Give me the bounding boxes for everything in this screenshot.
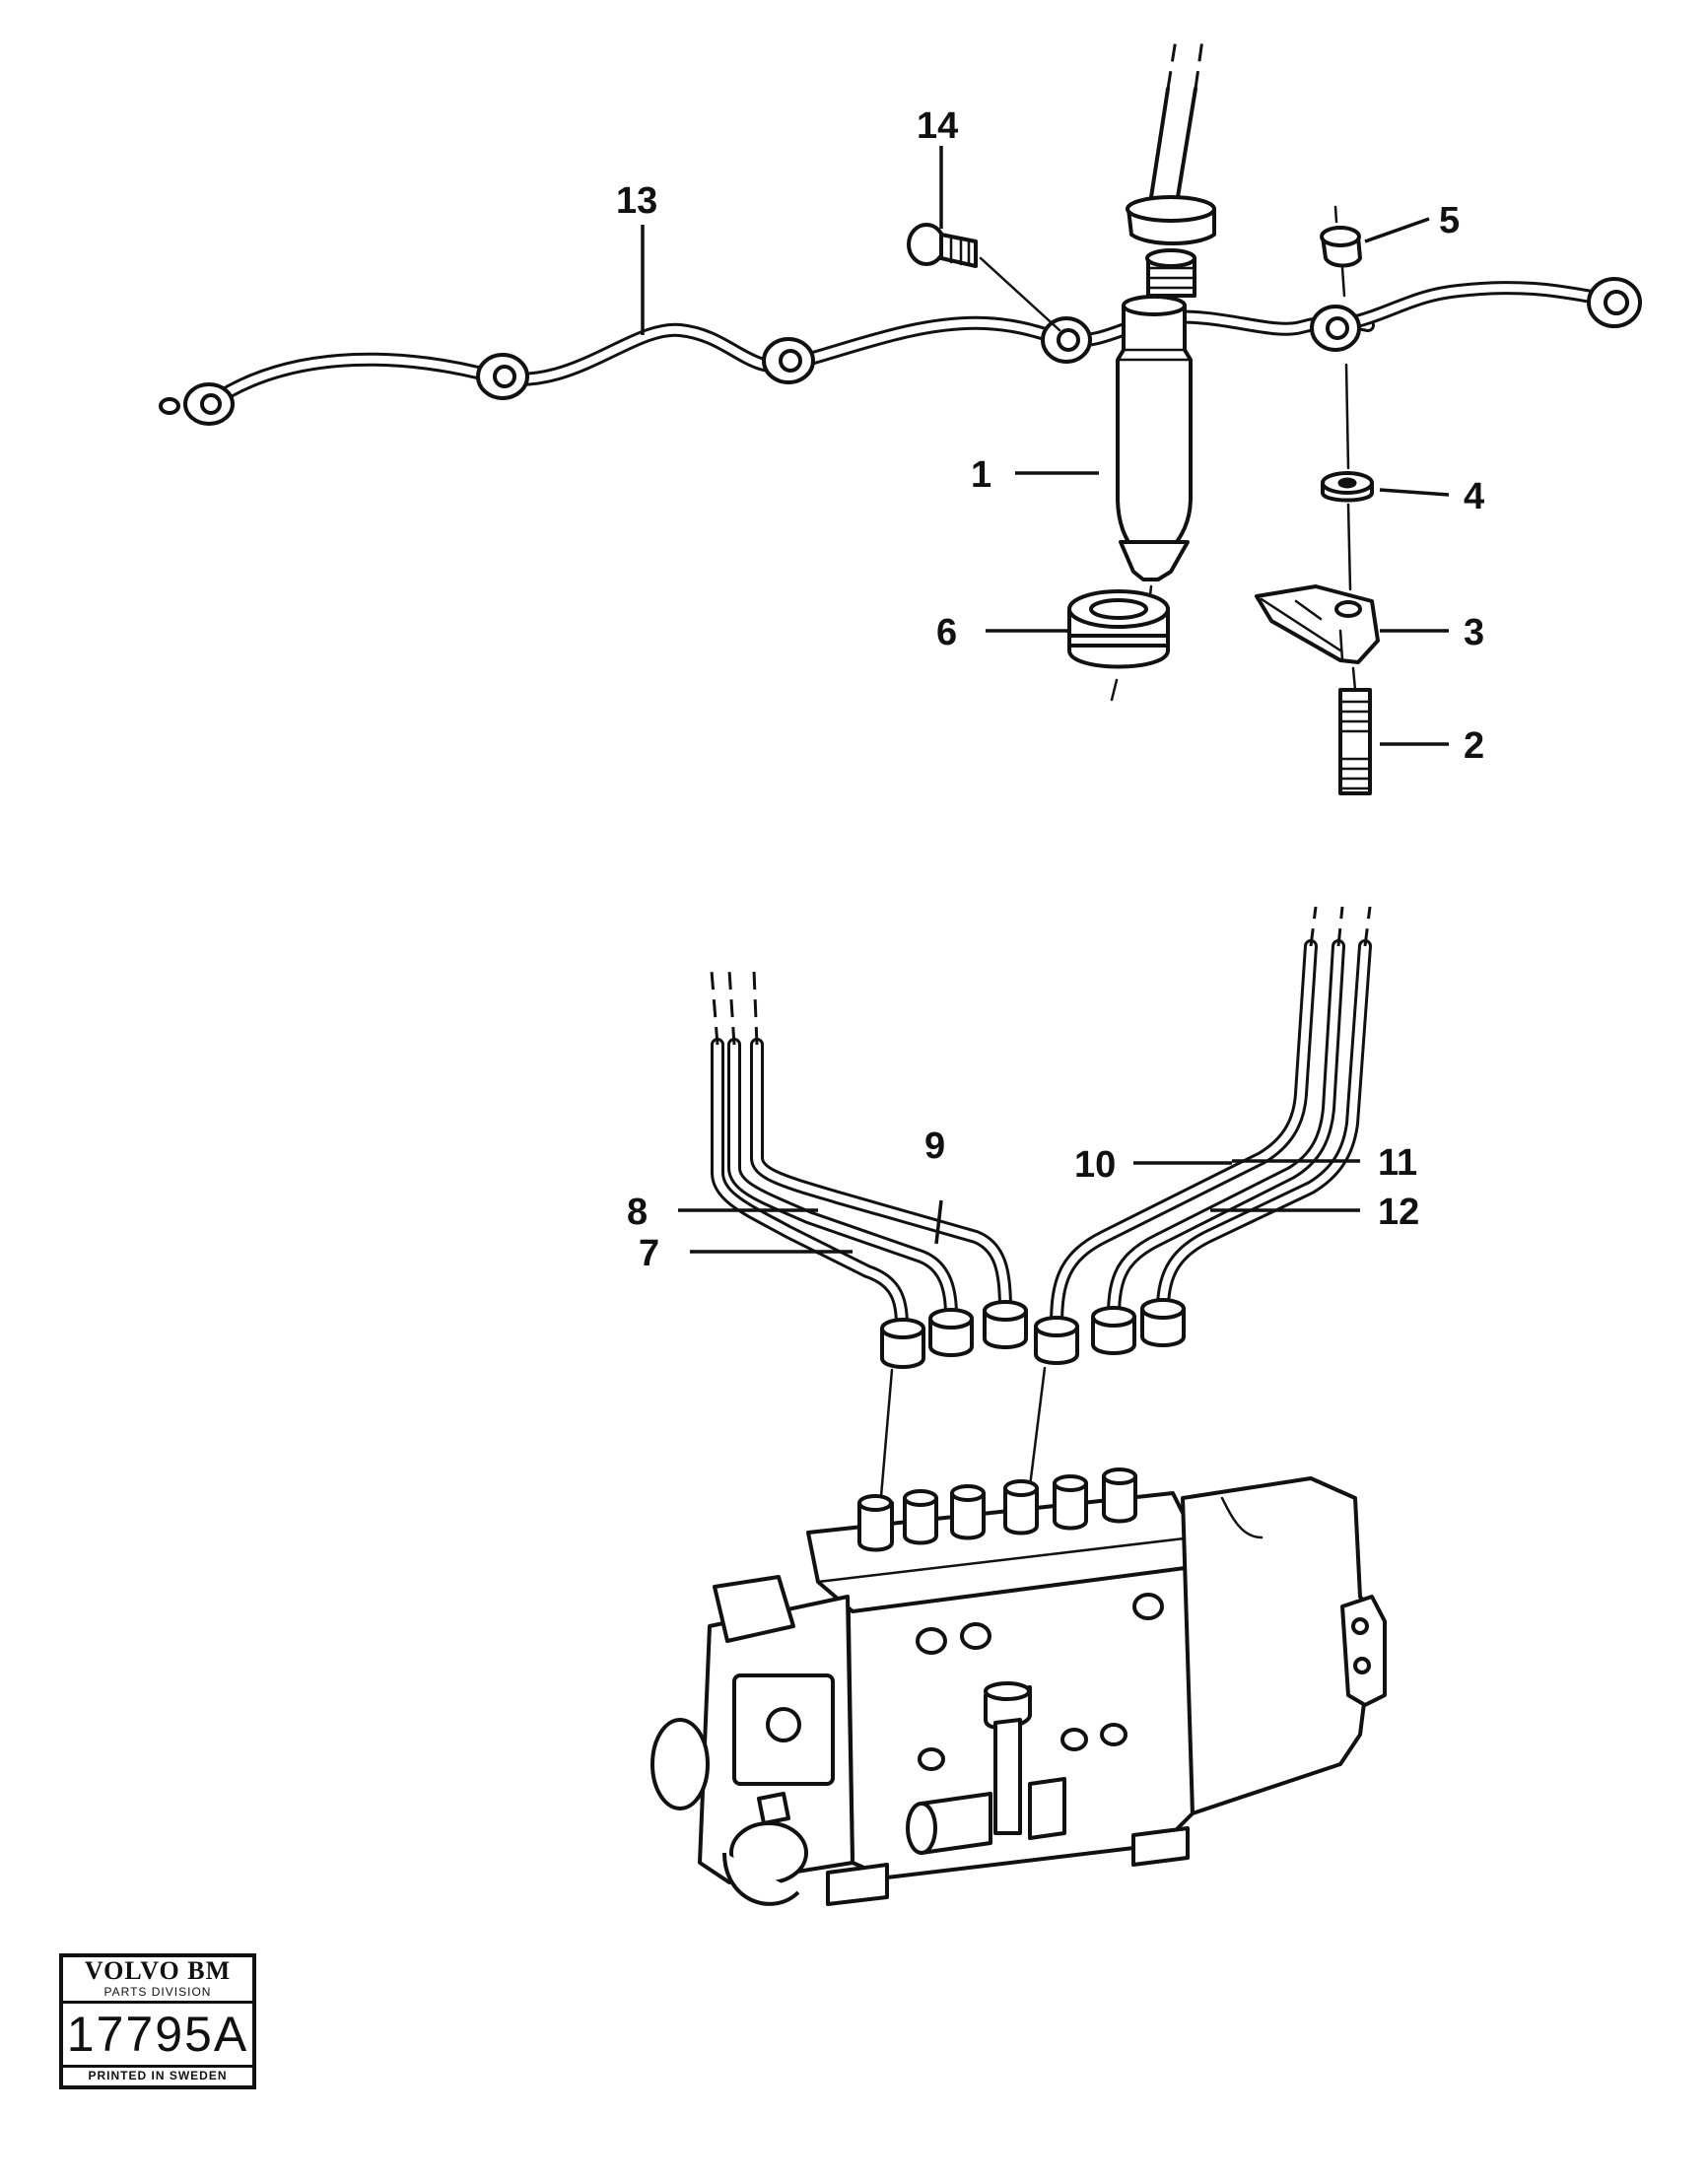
banjo-fitting (476, 353, 529, 400)
callout-8: 8 (627, 1192, 648, 1233)
stamp-code: 17795A (66, 2007, 249, 2062)
callout-2: 2 (1464, 725, 1484, 767)
callout-4: 4 (1464, 476, 1484, 517)
callout-13: 13 (616, 180, 657, 222)
leak-off-pipe (205, 281, 1623, 409)
callout-11: 11 (1378, 1142, 1417, 1184)
delivery-valve-holders (857, 1467, 1137, 1552)
callout-12: 12 (1378, 1192, 1419, 1233)
fuel-injector (1116, 248, 1196, 633)
leader-5 (1364, 217, 1430, 243)
leader-9 (934, 1199, 943, 1245)
union-nut (1126, 195, 1216, 245)
banjo-fitting (159, 382, 235, 426)
banjo-fitting (1310, 305, 1361, 352)
leader-lines (641, 146, 1450, 1254)
pressure-pipes-left (710, 970, 1012, 1332)
banjo-fitting (1587, 277, 1642, 328)
injector-sleeve (1067, 589, 1170, 702)
callout-1: 1 (971, 454, 991, 496)
stamp-printed: PRINTED IN SWEDEN (63, 2065, 252, 2083)
leader-4 (1379, 488, 1450, 497)
callout-3: 3 (1464, 612, 1484, 653)
injection-pump (650, 1467, 1387, 1906)
callout-labels: 1 2 3 4 5 6 7 8 9 10 11 12 13 14 (616, 105, 1484, 1274)
banjo-fitting (762, 337, 815, 384)
callout-5: 5 (1439, 200, 1460, 241)
stamp-brand: VOLVO BM (84, 1956, 232, 1985)
callout-6: 6 (936, 612, 957, 653)
callout-10: 10 (1074, 1144, 1116, 1186)
clamp-assembly (1255, 205, 1380, 795)
callout-9: 9 (924, 1126, 945, 1167)
banjo-fitting (1041, 316, 1092, 364)
hollow-screw (907, 223, 1061, 332)
callout-7: 7 (639, 1233, 659, 1274)
pipe-union-nuts (880, 1298, 1186, 1369)
alignment-line (1028, 1366, 1047, 1488)
alignment-line (878, 1368, 894, 1510)
callout-14: 14 (917, 105, 958, 147)
parts-stamp: VOLVO BM PARTS DIVISION 17795A PRINTED I… (59, 1953, 256, 2089)
injector-delivery-pipe (1149, 38, 1204, 199)
pressure-pipes-right (1050, 906, 1372, 1332)
stamp-division: PARTS DIVISION (63, 1985, 252, 2004)
